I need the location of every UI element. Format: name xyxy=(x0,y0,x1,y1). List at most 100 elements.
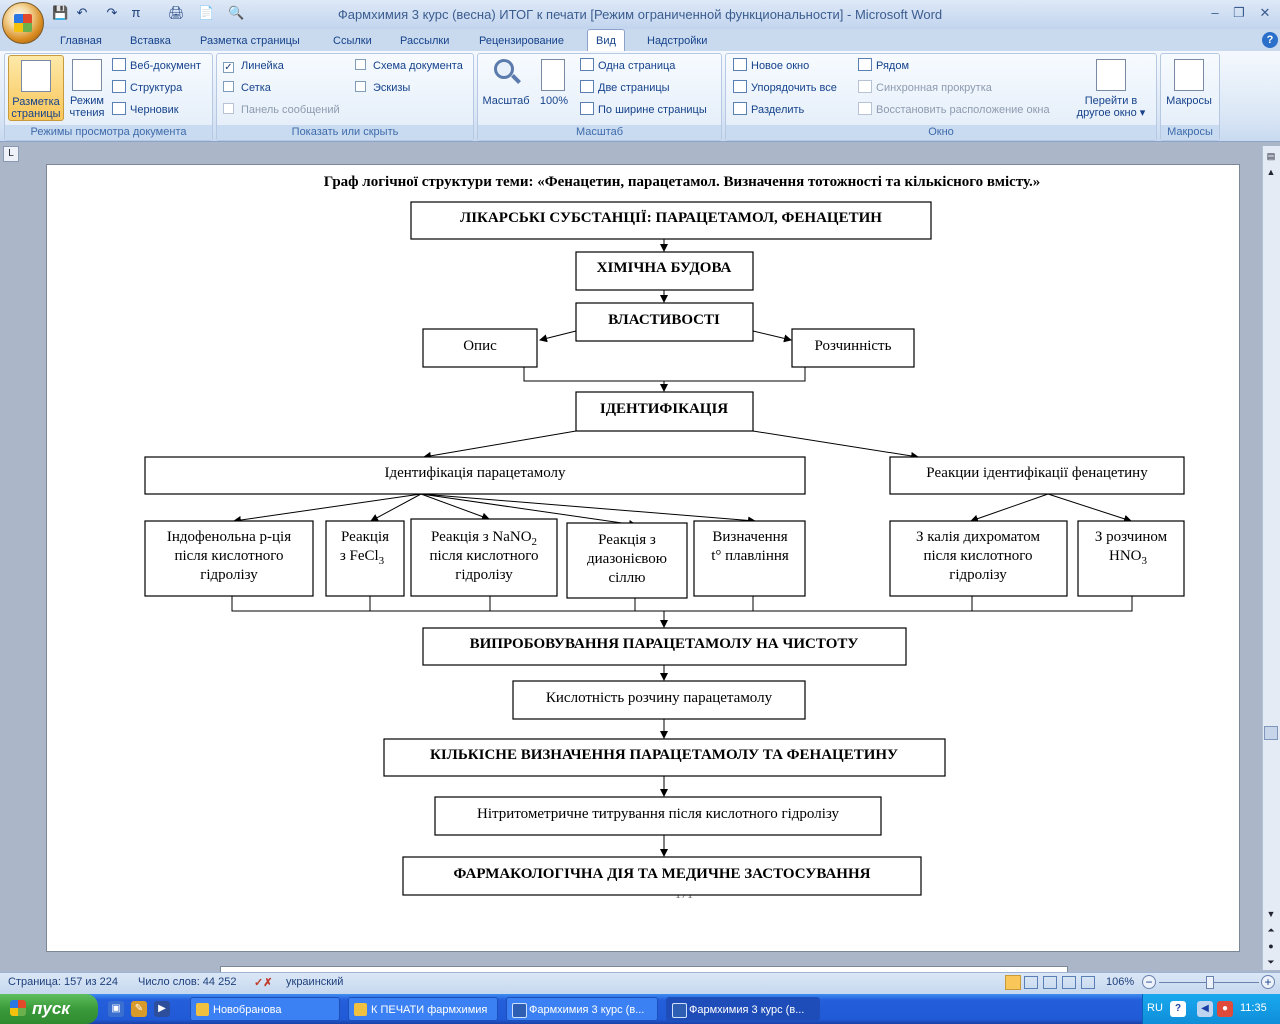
taskbar-item-folder[interactable]: Новобранова xyxy=(190,997,340,1021)
scroll-down-icon[interactable]: ▼ xyxy=(1266,909,1276,919)
tray-help-icon[interactable]: ? xyxy=(1170,1001,1186,1017)
media-player-icon[interactable]: ▶ xyxy=(154,1001,170,1017)
ruler-checkbox[interactable]: ✓ Линейка xyxy=(223,57,284,75)
tab-mailings[interactable]: Рассылки xyxy=(400,35,450,47)
zoom-in-icon[interactable]: + xyxy=(1261,975,1275,989)
close-button[interactable]: ✕ xyxy=(1259,5,1271,20)
macros-button[interactable]: Макросы xyxy=(1162,55,1216,121)
tab-view[interactable]: Вид xyxy=(587,29,625,52)
tab-stop-selector[interactable]: L xyxy=(3,146,19,162)
zoom-out-icon[interactable]: − xyxy=(1142,975,1156,989)
save-icon[interactable]: 💾 xyxy=(52,5,69,20)
page-counter[interactable]: Страница: 157 из 224 xyxy=(8,976,118,988)
outline-label: Структура xyxy=(130,82,183,94)
print-layout-button[interactable]: Разметка страницы xyxy=(8,55,64,121)
document-map-checkbox[interactable]: Схема документа xyxy=(355,57,463,75)
window-title: Фармхимия 3 курс (весна) ИТОГ к печати [… xyxy=(337,7,943,22)
taskbar-item-label: Фармхимия 3 курс (в... xyxy=(529,1004,645,1016)
one-page-button[interactable]: Одна страница xyxy=(580,57,675,75)
draft-button[interactable]: Черновик xyxy=(112,101,179,119)
message-bar-checkbox: Панель сообщений xyxy=(223,101,340,119)
zoom-percent[interactable]: 106% xyxy=(1106,976,1135,988)
view-draft-icon[interactable] xyxy=(1081,976,1095,989)
side-by-side-label: Рядом xyxy=(876,60,910,72)
one-page-icon xyxy=(580,58,594,71)
side-by-side-button[interactable]: Рядом xyxy=(858,57,909,75)
view-web-icon[interactable] xyxy=(1043,976,1057,989)
switch-windows-button[interactable]: Перейти в другое окно ▾ xyxy=(1070,55,1152,121)
equation-icon[interactable]: π xyxy=(131,5,141,20)
language-indicator[interactable]: украинский xyxy=(286,976,344,988)
taskbar-item-folder-2[interactable]: К ПЕЧАТИ фармхимия xyxy=(348,997,498,1021)
redo-icon[interactable]: ↷ xyxy=(106,5,118,20)
view-buttons xyxy=(1005,975,1097,991)
two-pages-button[interactable]: Две страницы xyxy=(580,79,670,97)
switch-windows-label: Перейти в xyxy=(1084,95,1138,107)
reading-layout-label-2: чтения xyxy=(69,107,105,119)
taskbar-item-word-active[interactable]: Фармхимия 3 курс (в... xyxy=(666,997,820,1021)
outline-button[interactable]: Структура xyxy=(112,79,182,97)
tab-page-layout[interactable]: Разметка страницы xyxy=(200,35,300,47)
status-bar xyxy=(0,972,1280,995)
tray-back-icon[interactable]: ◀ xyxy=(1197,1001,1213,1017)
zoom-button[interactable]: Масштаб xyxy=(480,55,532,121)
prev-page-icon[interactable]: ⏶ xyxy=(1267,925,1275,935)
office-button[interactable] xyxy=(2,2,44,44)
vertical-scrollbar[interactable] xyxy=(1262,146,1280,970)
quick-launch-app-icon[interactable]: ✎ xyxy=(131,1001,147,1017)
reading-layout-button[interactable]: Режим чтения xyxy=(66,55,108,121)
group-show-hide: Показать или скрыть xyxy=(216,53,474,141)
spelling-icon[interactable]: ✓✗ xyxy=(254,977,273,989)
next-page-icon[interactable]: ⏷ xyxy=(1267,957,1275,967)
ruler-view-icon[interactable]: ▤ xyxy=(1266,151,1276,161)
arrange-all-button[interactable]: Упорядочить все xyxy=(733,79,837,97)
tab-home[interactable]: Главная xyxy=(60,35,102,47)
taskbar-item-word[interactable]: Фармхимия 3 курс (в... xyxy=(506,997,658,1021)
page-width-icon xyxy=(580,102,594,115)
zoom-100-button[interactable]: 100% xyxy=(536,55,572,121)
new-document-icon[interactable]: 📄 xyxy=(198,5,215,20)
input-language[interactable]: RU xyxy=(1147,1002,1163,1014)
scroll-thumb[interactable] xyxy=(1264,726,1278,740)
minimize-button[interactable]: – xyxy=(1211,5,1219,20)
view-print-layout-icon[interactable] xyxy=(1005,975,1021,990)
group-label: Макросы xyxy=(1161,125,1219,140)
tab-addins[interactable]: Надстройки xyxy=(647,35,708,47)
word-count[interactable]: Число слов: 44 252 xyxy=(138,976,237,988)
box-description: Опис xyxy=(422,328,538,368)
tab-insert[interactable]: Вставка xyxy=(130,35,171,47)
restore-button[interactable]: ❐ xyxy=(1233,5,1245,20)
web-layout-icon xyxy=(112,58,126,71)
print-preview-icon[interactable]: 🔍 xyxy=(228,5,245,20)
help-icon[interactable]: ? xyxy=(1262,32,1278,48)
page-width-button[interactable]: По ширине страницы xyxy=(580,101,707,119)
view-reading-icon[interactable] xyxy=(1024,976,1038,989)
start-button[interactable]: пуск xyxy=(0,994,98,1024)
show-desktop-icon[interactable]: ▣ xyxy=(108,1001,124,1017)
svg-text:З розчином: З розчином xyxy=(1095,529,1168,545)
tray-app-icon[interactable]: ● xyxy=(1217,1001,1233,1017)
tab-references[interactable]: Ссылки xyxy=(333,35,372,47)
box-purity-test: ВИПРОБОВУВАННЯ ПАРАЦЕТАМОЛУ НА ЧИСТОТУ xyxy=(422,627,907,666)
thumbnails-checkbox[interactable]: Эскизы xyxy=(355,79,410,97)
scroll-up-icon[interactable]: ▲ xyxy=(1266,167,1276,177)
new-window-button[interactable]: Новое окно xyxy=(733,57,809,75)
zoom-slider-thumb[interactable] xyxy=(1205,976,1214,989)
undo-icon[interactable]: ↶ xyxy=(76,5,88,20)
grid-label: Сетка xyxy=(241,82,271,94)
box-acidity: Кислотність розчину парацетамолу xyxy=(512,680,806,720)
box-substances: ЛІКАРСЬКІ СУБСТАНЦІЇ: ПАРАЦЕТАМОЛ, ФЕНАЦ… xyxy=(410,201,932,240)
ruler-check-icon: ✓ xyxy=(223,62,234,73)
svg-text:гідролізу: гідролізу xyxy=(949,567,1007,583)
box-nano2: Реакція з NaNO2 після кислотного гідролі… xyxy=(410,518,558,597)
web-layout-button[interactable]: Веб-документ xyxy=(112,57,201,75)
grid-checkbox[interactable]: Сетка xyxy=(223,79,271,97)
ruler-label: Линейка xyxy=(241,60,284,72)
browse-object-icon[interactable]: ● xyxy=(1268,941,1274,951)
draft-label: Черновик xyxy=(130,104,179,116)
split-button[interactable]: Разделить xyxy=(733,101,804,119)
tray-clock[interactable]: 11:35 xyxy=(1240,1002,1267,1014)
view-outline-icon[interactable] xyxy=(1062,976,1076,989)
print-icon[interactable]: 🖨 xyxy=(168,5,185,20)
tab-review[interactable]: Рецензирование xyxy=(479,35,564,47)
